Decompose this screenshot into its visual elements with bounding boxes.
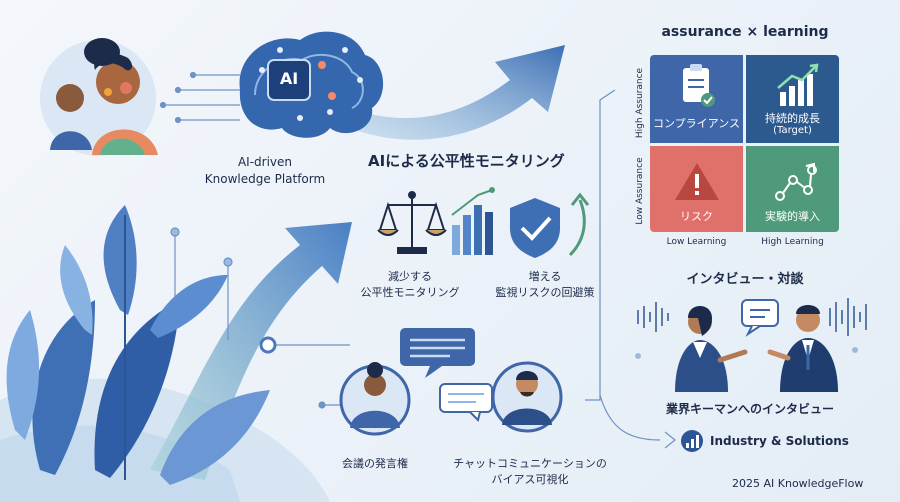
quadrant-label-experimental: 実験的導入 xyxy=(765,210,820,223)
matrix-title: assurance × learning xyxy=(661,24,829,40)
industry-chart-icon xyxy=(681,430,703,452)
network-nodes-left xyxy=(170,227,350,354)
chat-bubble-bottom xyxy=(439,383,493,422)
quadrant-label-risk: リスク xyxy=(680,210,713,223)
quadrant-label-target: (Target) xyxy=(773,125,812,136)
interview-caption: 業界キーマンへのインタビュー xyxy=(665,402,834,416)
fairness-left-caption-2: 公平性モニタリング xyxy=(360,286,460,299)
chat-woman-avatar xyxy=(339,362,411,436)
matrix-x-axis-low: Low Learning xyxy=(666,237,727,247)
warning-icon xyxy=(675,163,719,200)
interview-title: インタビュー・対談 xyxy=(686,272,804,287)
chat-bubble-top xyxy=(400,328,475,378)
quadrant-experimental xyxy=(746,146,839,232)
fairness-title: AIによる公平性モニタリング xyxy=(368,152,565,170)
fairness-right-caption-1: 増える xyxy=(528,270,562,283)
footer-credit: 2025 AI KnowledgeFlow xyxy=(732,477,864,490)
plant-leaves xyxy=(6,205,270,485)
chat-right-caption-1: チャットコミュニケーションの xyxy=(453,457,607,470)
quadrant-label-growth: 持続的成長 xyxy=(765,112,820,125)
scale-icon xyxy=(377,191,447,254)
chat-right-caption-2: バイアス可視化 xyxy=(491,473,569,486)
chat-left-caption: 会議の発言権 xyxy=(342,457,408,470)
platform-title-line2: Knowledge Platform xyxy=(204,172,326,186)
fairness-right-caption-2: 監視リスクの回避策 xyxy=(495,286,595,299)
quadrant-label-compliance: コンプライアンス xyxy=(652,117,740,130)
interviewee-man xyxy=(767,305,838,392)
experiment-network-icon xyxy=(775,162,817,201)
growth-chart-icon xyxy=(777,63,819,106)
bar-chart-icon xyxy=(451,187,495,255)
fairness-left-caption-1: 減少する xyxy=(388,270,432,283)
growth-arrow-top xyxy=(355,45,565,140)
interviewer-woman xyxy=(675,306,748,392)
speech-bubble-icon xyxy=(741,299,779,337)
industry-solutions-label: Industry & Solutions xyxy=(710,434,849,448)
growth-arrow-lower xyxy=(150,222,352,480)
brain-circuit-lines xyxy=(159,71,240,124)
matrix-x-axis-high: High Learning xyxy=(761,237,824,247)
clipboard-check-icon xyxy=(683,64,715,107)
chat-man-avatar xyxy=(491,361,563,433)
ai-chip-label: AI xyxy=(279,69,299,88)
platform-title-line1: AI-driven xyxy=(237,155,293,169)
shield-check-icon xyxy=(510,192,590,258)
sound-waves xyxy=(637,298,867,336)
